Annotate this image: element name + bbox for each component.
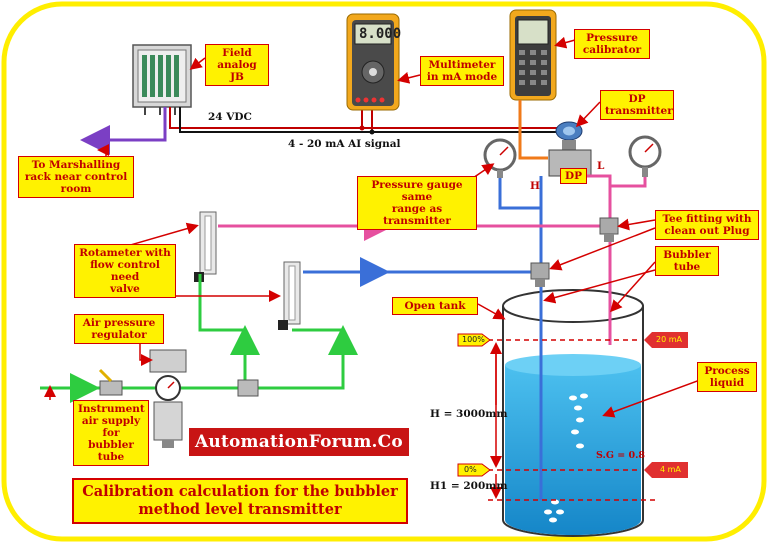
low-side-text: L	[597, 160, 605, 172]
multimeter-device	[346, 13, 400, 111]
tee-fitting-label: Tee fitting with clean out Plug	[655, 210, 759, 240]
pressure-calibrator-label: Pressure calibrator	[574, 29, 650, 59]
marker-20ma-text: 20 mA	[656, 335, 682, 344]
pressure-calibrator-device	[509, 9, 557, 101]
calibrator-hose	[518, 100, 548, 160]
marshalling-label: To Marshalling rack near control room	[18, 156, 134, 198]
rotameter-label: Rotameter with flow control need valve	[74, 244, 176, 298]
dp-transmitter-label: DP transmitter	[600, 90, 674, 120]
ai-signal-text: 4 - 20 mA AI signal	[288, 138, 401, 150]
pressure-gauge-label: Pressure gauge same range as transmitter	[357, 176, 477, 230]
marker-20ma-arrow	[644, 332, 688, 348]
high-side-text: H	[530, 180, 540, 192]
process-liquid-label: Process liquid	[697, 362, 757, 392]
air-regulator-device	[149, 349, 187, 448]
open-tank-label: Open tank	[392, 297, 478, 315]
multimeter-display: 8.000	[359, 26, 402, 42]
instrument-air-label: Instrument air supply for bubbler tube	[73, 400, 149, 466]
marshalling-wire	[80, 107, 167, 155]
open-tank	[502, 289, 644, 537]
pressure-gauge-right	[628, 135, 662, 177]
title-line-1: Calibration calculation for the bubbler	[82, 483, 398, 500]
field-jb-box	[132, 44, 192, 115]
dp-text: DP	[560, 168, 588, 184]
field-jb-label: Field analog JB	[205, 44, 269, 86]
diagram-title: Calibration calculation for the bubbler …	[72, 478, 408, 524]
tee-fitting-high	[530, 262, 550, 287]
air-regulator-label: Air pressure regulator	[74, 314, 164, 344]
marker-100-arrow	[457, 333, 491, 347]
multimeter-leads	[361, 108, 373, 132]
pressure-gauge-left	[483, 138, 517, 178]
multimeter-label: Multimeter in mA mode	[420, 56, 504, 86]
marker-100-text: 100%	[462, 335, 485, 344]
bubbles	[544, 393, 588, 523]
vdc-text: 24 VDC	[208, 111, 252, 123]
marker-4ma-arrow	[644, 462, 688, 478]
rotameter-blue	[278, 261, 301, 330]
height-text: H = 3000mm	[430, 408, 508, 420]
specific-gravity-text: S.G = 0.8	[596, 450, 646, 461]
marker-0-text: 0%	[464, 465, 477, 474]
marker-4ma-text: 4 mA	[660, 465, 681, 474]
offset-text: H1 = 200mm	[430, 480, 508, 492]
bubbler-tube-label: Bubbler tube	[655, 246, 719, 276]
brand-banner: AutomationForum.Co	[189, 428, 409, 456]
inlet-valve	[98, 368, 123, 396]
title-line-2: method level transmitter	[138, 501, 342, 518]
marker-0-arrow	[457, 463, 491, 477]
air-tee	[237, 379, 259, 397]
